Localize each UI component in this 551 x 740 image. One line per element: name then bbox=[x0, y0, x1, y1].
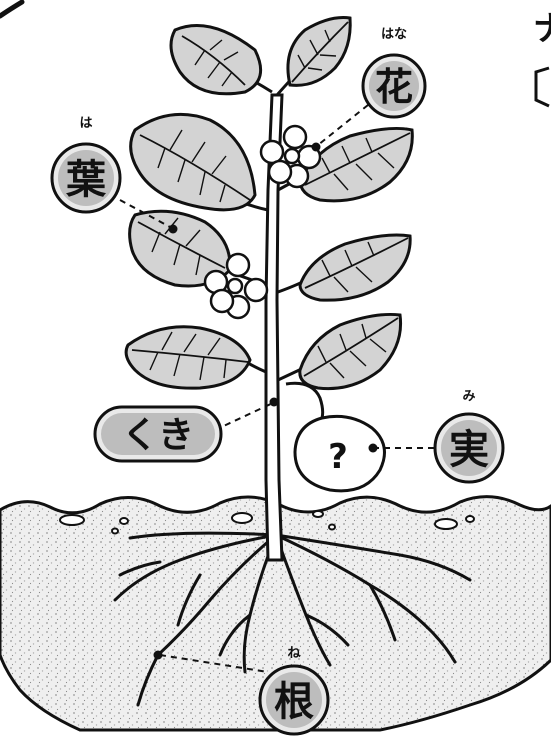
flower-point bbox=[312, 143, 321, 152]
label-fruit-ruby: み bbox=[462, 389, 475, 404]
label-leaf: は 葉 bbox=[52, 116, 120, 212]
root-point bbox=[154, 651, 163, 660]
corner-stroke bbox=[0, 2, 22, 16]
leaf-top-left bbox=[171, 26, 272, 94]
fruit-point bbox=[369, 444, 378, 453]
leaf-top-right bbox=[277, 18, 350, 96]
label-stem-text: くき bbox=[122, 415, 194, 456]
label-leaf-ruby: は bbox=[79, 116, 92, 131]
label-leaf-text: 葉 bbox=[65, 157, 107, 203]
label-fruit: み 実 bbox=[435, 389, 503, 482]
label-flower: はな 花 bbox=[363, 27, 425, 117]
leaf-point bbox=[169, 225, 178, 234]
label-fruit-text: 実 bbox=[449, 427, 489, 473]
label-root-text: 根 bbox=[274, 679, 314, 725]
label-flower-ruby: はな bbox=[381, 27, 407, 42]
edge-bracket bbox=[536, 68, 549, 106]
label-root-ruby: ね bbox=[287, 646, 300, 661]
label-flower-text: 花 bbox=[375, 65, 413, 109]
leaf-lower-left bbox=[126, 327, 266, 388]
leaf-lower-right bbox=[278, 314, 401, 388]
leaf-upper-left bbox=[131, 114, 268, 210]
leaf-middle-left bbox=[130, 211, 267, 286]
fruit-bubble: ? bbox=[295, 416, 385, 490]
label-stem: くき bbox=[95, 407, 221, 461]
edge-text: ナ bbox=[533, 9, 551, 49]
fruit-question-mark: ? bbox=[328, 437, 348, 477]
leaf-middle-right bbox=[278, 235, 410, 300]
stem-point bbox=[270, 398, 279, 407]
